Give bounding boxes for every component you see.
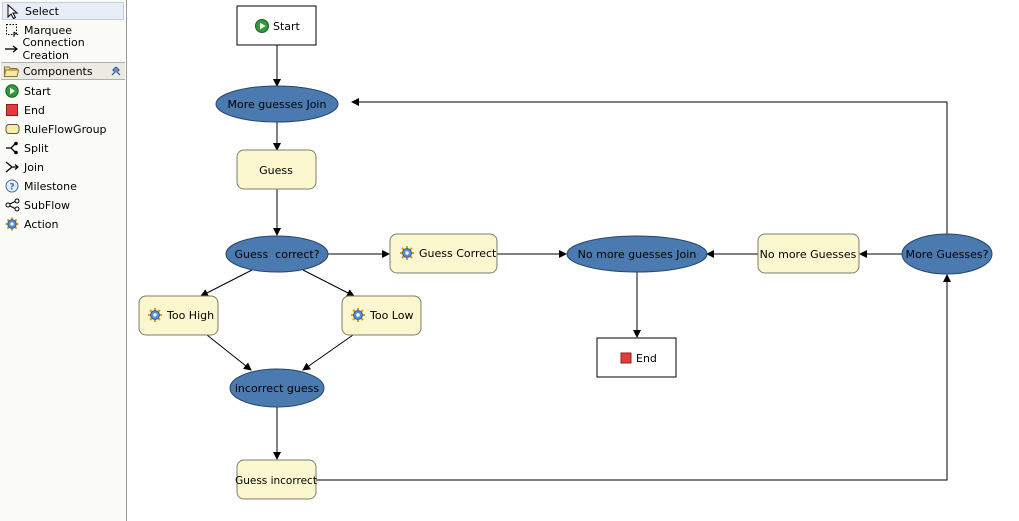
node-guess-incorrect-label: Guess incorrect bbox=[235, 475, 317, 487]
node-too-low[interactable]: Too Low bbox=[341, 295, 422, 336]
split-icon bbox=[4, 140, 20, 156]
components-drawer-header[interactable]: Components bbox=[1, 62, 125, 80]
edge-split-to-too-low[interactable] bbox=[302, 269, 355, 297]
node-guess-correct-split[interactable]: Guess correct? bbox=[225, 235, 329, 273]
node-no-more-guesses-join[interactable]: No more guesses Join bbox=[566, 235, 708, 273]
tool-select-label: Select bbox=[25, 4, 59, 18]
node-end[interactable]: End bbox=[596, 337, 677, 378]
component-subflow-label: SubFlow bbox=[24, 198, 71, 212]
component-split[interactable]: Split bbox=[2, 139, 124, 157]
action-gear-icon bbox=[147, 307, 163, 323]
node-too-high-label: Too High bbox=[166, 309, 214, 322]
node-more-guesses-split[interactable]: More Guesses? bbox=[901, 233, 993, 275]
node-start-label: Start bbox=[273, 20, 301, 33]
node-incorrect-guess-join[interactable]: incorrect guess bbox=[229, 368, 325, 408]
node-guess-correct[interactable]: Guess Correct bbox=[389, 233, 498, 274]
start-icon bbox=[255, 19, 269, 33]
node-guess-correct-split-label: Guess correct? bbox=[234, 248, 319, 261]
edge-guess-incorrect-to-more-guesses-split[interactable] bbox=[316, 274, 951, 481]
node-too-low-label: Too Low bbox=[369, 309, 413, 322]
component-end-label: End bbox=[24, 103, 45, 117]
component-action[interactable]: Action bbox=[2, 215, 124, 233]
connection-arrow-icon bbox=[4, 41, 19, 57]
pin-icon[interactable] bbox=[110, 64, 122, 78]
diagram-canvas[interactable]: Start More guesses Join Guess Guess corr… bbox=[131, 0, 1019, 521]
node-guess[interactable]: Guess bbox=[236, 149, 317, 190]
node-more-guesses-join-label: More guesses Join bbox=[228, 98, 327, 111]
action-gear-icon bbox=[399, 245, 415, 261]
node-guess-correct-label: Guess Correct bbox=[419, 247, 497, 260]
action-gear-icon bbox=[350, 307, 366, 323]
node-incorrect-guess-join-label: incorrect guess bbox=[235, 382, 319, 395]
marquee-icon bbox=[4, 22, 20, 38]
cursor-arrow-icon bbox=[5, 3, 21, 19]
component-end[interactable]: End bbox=[2, 101, 124, 119]
edge-too-high-to-incorrect-guess[interactable] bbox=[206, 334, 252, 371]
component-ruleflowgroup-label: RuleFlowGroup bbox=[24, 122, 107, 136]
ruleflowgroup-icon bbox=[4, 121, 20, 137]
edge-split-to-too-high[interactable] bbox=[200, 269, 253, 297]
join-icon bbox=[4, 159, 20, 175]
node-end-label: End bbox=[636, 352, 657, 365]
subflow-icon bbox=[4, 197, 20, 213]
component-milestone[interactable]: ? Milestone bbox=[2, 177, 124, 195]
node-more-guesses-join[interactable]: More guesses Join bbox=[215, 85, 339, 123]
node-guess-incorrect[interactable]: Guess incorrect bbox=[235, 459, 317, 500]
node-guess-label: Guess bbox=[259, 164, 293, 177]
node-no-more-guesses-join-label: No more guesses Join bbox=[578, 248, 697, 261]
edge-more-guesses-split-to-more-guesses-join[interactable] bbox=[351, 98, 948, 234]
svg-text:?: ? bbox=[9, 183, 14, 193]
component-start-label: Start bbox=[24, 84, 51, 98]
component-join-label: Join bbox=[24, 160, 45, 174]
node-start[interactable]: Start bbox=[236, 5, 317, 46]
tool-select[interactable]: Select bbox=[2, 2, 124, 20]
component-start[interactable]: Start bbox=[2, 82, 124, 100]
folder-icon bbox=[3, 63, 19, 79]
tool-marquee[interactable]: Marquee bbox=[2, 21, 124, 39]
action-gear-icon bbox=[4, 216, 20, 232]
flow-diagram: Start More guesses Join Guess Guess corr… bbox=[138, 5, 993, 500]
node-no-more-guesses-label: No more Guesses bbox=[760, 248, 857, 261]
start-icon bbox=[4, 83, 20, 99]
end-icon bbox=[620, 352, 632, 364]
component-join[interactable]: Join bbox=[2, 158, 124, 176]
node-no-more-guesses[interactable]: No more Guesses bbox=[757, 233, 860, 274]
milestone-icon: ? bbox=[4, 178, 20, 194]
edge-too-low-to-incorrect-guess[interactable] bbox=[302, 334, 354, 371]
tool-connection-creation[interactable]: Connection Creation bbox=[2, 36, 124, 62]
palette-panel: Select Marquee Connection Creation Compo… bbox=[0, 0, 127, 521]
connections bbox=[200, 45, 951, 481]
tool-marquee-label: Marquee bbox=[24, 23, 73, 37]
component-action-label: Action bbox=[24, 217, 59, 231]
component-ruleflowgroup[interactable]: RuleFlowGroup bbox=[2, 120, 124, 138]
node-more-guesses-split-label: More Guesses? bbox=[906, 248, 989, 261]
components-drawer-title: Components bbox=[23, 64, 93, 78]
component-split-label: Split bbox=[24, 141, 49, 155]
tool-connection-creation-label: Connection Creation bbox=[22, 36, 85, 62]
end-icon bbox=[4, 102, 20, 118]
node-too-high[interactable]: Too High bbox=[138, 295, 219, 336]
component-subflow[interactable]: SubFlow bbox=[2, 196, 124, 214]
component-milestone-label: Milestone bbox=[24, 179, 77, 193]
